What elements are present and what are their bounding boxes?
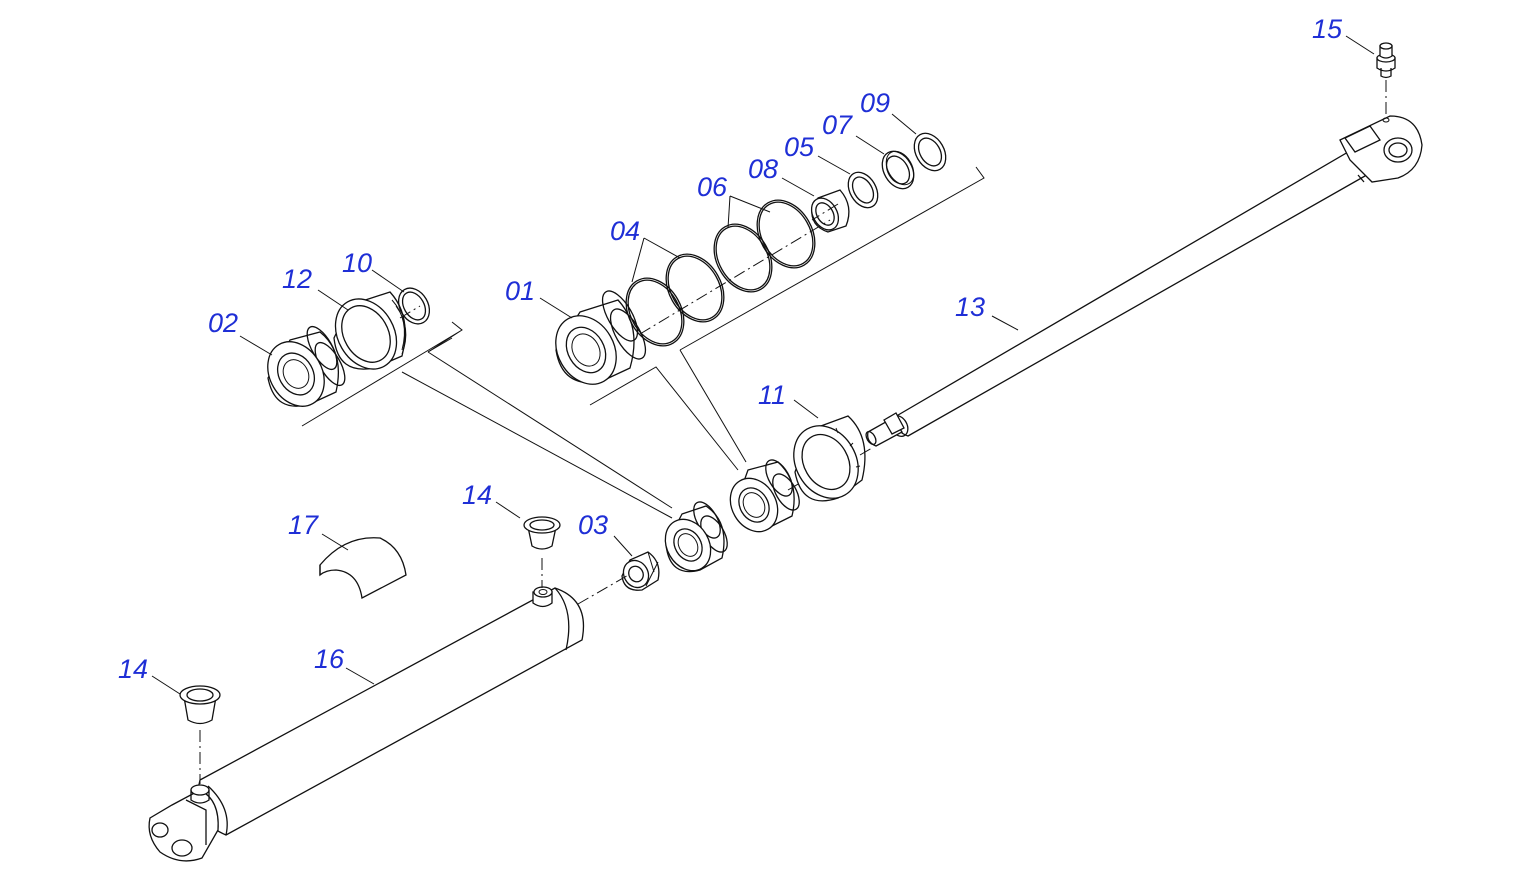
part-06-back-up-rings[interactable]	[702, 190, 826, 302]
part-11-gland-nut[interactable]	[781, 414, 871, 510]
label-08: 08	[748, 154, 778, 184]
part-13-piston-rod[interactable]	[864, 115, 1423, 447]
part-14-bushing-lower[interactable]	[179, 685, 221, 725]
label-14-upper: 14	[462, 480, 492, 510]
center-lines	[199, 80, 1387, 784]
label-16: 16	[314, 644, 345, 674]
part-09-wiper[interactable]	[908, 128, 952, 177]
part-12-piston-seal[interactable]	[323, 288, 408, 380]
label-12: 12	[282, 264, 312, 294]
part-16-cylinder-barrel[interactable]	[148, 586, 585, 862]
label-11: 11	[758, 380, 786, 410]
part-03-nut[interactable]	[619, 551, 660, 592]
label-02: 02	[208, 308, 238, 338]
part-05-rod-seal[interactable]	[842, 167, 884, 213]
label-15: 15	[1312, 14, 1343, 44]
label-07: 07	[822, 110, 853, 140]
label-09: 09	[860, 88, 890, 118]
part-17-half-shell[interactable]	[319, 537, 407, 599]
label-14-lower: 14	[118, 654, 148, 684]
label-05: 05	[784, 132, 815, 162]
part-08-guide-ring[interactable]	[806, 189, 850, 235]
part-10-o-ring[interactable]	[392, 283, 435, 330]
label-03: 03	[578, 510, 608, 540]
part-14-bushing-upper[interactable]	[523, 516, 561, 550]
part-labels: 01 02 03 04 05 06 07 08 09 10 11 12 13 1…	[118, 14, 1343, 684]
group-bracket-lines	[301, 166, 985, 519]
part-01-gland[interactable]	[721, 456, 805, 541]
part-15-grease-nipple[interactable]	[1376, 42, 1396, 79]
label-13: 13	[955, 292, 985, 322]
label-17: 17	[288, 510, 319, 540]
part-01-gland-exploded[interactable]	[544, 286, 653, 395]
label-06: 06	[697, 172, 728, 202]
label-04: 04	[610, 216, 640, 246]
part-02-piston-exploded[interactable]	[256, 322, 350, 416]
label-01: 01	[505, 276, 535, 306]
part-02-piston-assembled[interactable]	[656, 498, 732, 579]
part-07-rod-seal[interactable]	[876, 146, 920, 195]
label-10: 10	[342, 248, 372, 278]
leader-lines	[151, 35, 1375, 695]
